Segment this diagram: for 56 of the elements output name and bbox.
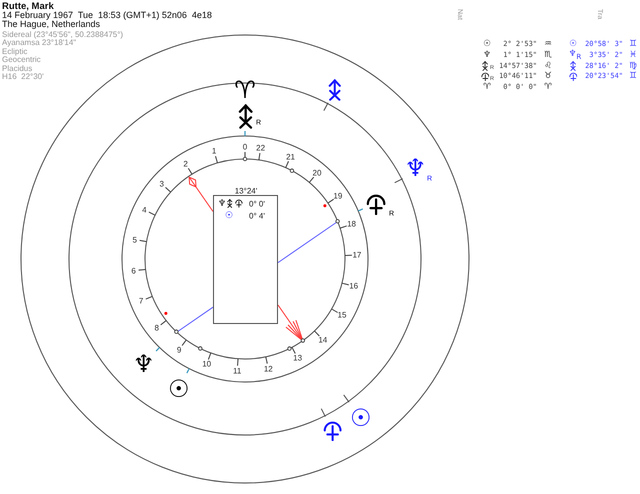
dial-number: 14 <box>318 335 328 344</box>
zodiac-sign: ♓ <box>629 50 637 60</box>
box-heading: 13°24' <box>234 186 258 195</box>
zodiac-sign: ♏ <box>544 50 552 60</box>
dial-number: 12 <box>264 364 273 374</box>
degree-value: 0° 4' <box>249 212 265 220</box>
zodiac-sign: ♒ <box>544 39 552 49</box>
dial-number: 15 <box>338 310 346 320</box>
zodiac-sign: ♈ <box>234 76 256 104</box>
dial-number: 10 <box>202 360 212 369</box>
zodiac-sign: ♊ <box>629 71 637 82</box>
birth-data-text: 14 February 1967 Tue 18:53 (GMT+1) 52n06 4e18 <box>2 10 212 20</box>
planet-symbol: ♆ <box>218 198 226 208</box>
planet-symbol: ☉ <box>168 375 190 404</box>
dial-number: 20 <box>312 168 322 178</box>
dial-number: 18 <box>347 220 356 229</box>
chart-title: Rutte, Mark <box>2 1 54 12</box>
degree-value: 0° 0' <box>249 199 265 208</box>
zodiac-sign: ♉ <box>544 71 552 82</box>
chart-setting-text: H16 22°30' <box>2 72 44 81</box>
chart-setting-text: Ecliptic <box>2 46 28 56</box>
dial-number: 5 <box>132 235 137 244</box>
chart-setting-text: Geocentric <box>2 55 41 64</box>
chart-setting-text: Ayanamsa 23°18'14" <box>2 38 76 47</box>
planet-symbol: ♆$_{R}$ <box>568 48 582 61</box>
chart-setting-text: Placidus <box>2 64 32 72</box>
dial-number: 3 <box>160 180 164 189</box>
zodiac-sign: ♈ <box>544 82 552 92</box>
planet-symbol: ☉ <box>569 39 577 49</box>
zodiac-sign: ♍ <box>629 60 637 71</box>
zodiac-sign: ♈ <box>483 82 491 92</box>
planet-symbol: ☉ <box>350 404 372 432</box>
zodiac-sign: ♌ <box>544 60 552 71</box>
dial-number: 7 <box>138 296 144 306</box>
planet-symbol: ♆ <box>404 154 426 182</box>
chart-setting-text: Sidereal (23°45'56", 50.2388475°) <box>2 30 124 38</box>
dial-number: 2 <box>183 160 188 169</box>
dial-number: 19 <box>333 192 342 201</box>
dial-number: 21 <box>286 152 295 162</box>
dial-number: 22 <box>256 144 266 153</box>
planet-symbol: ♆ <box>132 350 154 378</box>
dial-number: 9 <box>176 345 182 354</box>
place-name: The Hague, Netherlands <box>2 19 100 29</box>
planet-symbol: ☉ <box>483 39 491 49</box>
planet-symbol: ☉ <box>224 211 234 221</box>
dial-number: 8 <box>154 323 159 332</box>
dial-number: 4 <box>142 205 147 214</box>
dial-number: 6 <box>131 266 136 276</box>
dial-number: 13 <box>293 353 302 362</box>
dial-number: 11 <box>233 366 242 376</box>
zodiac-sign: ♊ <box>629 39 637 49</box>
dial-number: 1 <box>212 146 216 156</box>
dial-number: 17 <box>352 250 362 260</box>
dial-number: 16 <box>349 282 358 291</box>
planet-symbol: ♆ <box>483 50 491 60</box>
dial-number: 0 <box>242 142 248 152</box>
